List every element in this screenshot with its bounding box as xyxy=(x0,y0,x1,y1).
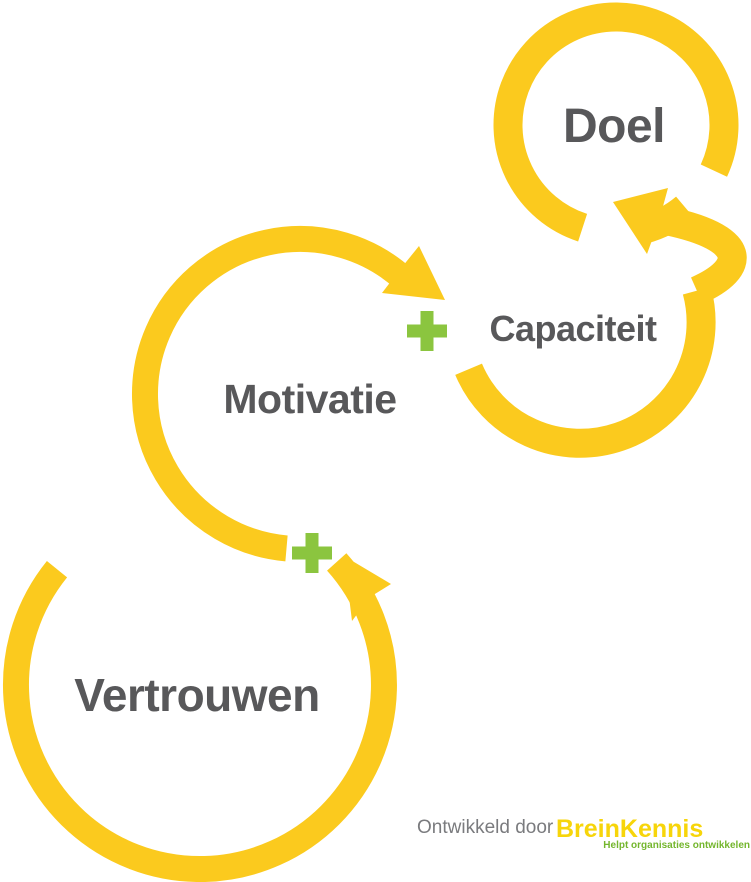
motivatie-circle-group: Motivatie xyxy=(132,225,445,562)
vertrouwen-circle-group: Vertrouwen xyxy=(2,553,397,882)
capaciteit-to-doel-arrow-icon xyxy=(613,188,668,254)
doel-label: Doel xyxy=(563,100,665,153)
capaciteit-ring-arc xyxy=(455,286,716,458)
plus-icon-vertrouwen-motivatie xyxy=(292,533,332,573)
brand-logo-text: BreinKennis xyxy=(556,815,703,843)
motivatie-to-capaciteit-arrow-icon xyxy=(382,246,445,300)
capaciteit-arrow-tail xyxy=(664,206,747,304)
doel-ring-arc xyxy=(493,2,739,242)
plus-icon-motivatie-capaciteit xyxy=(407,311,447,351)
capaciteit-circle-group: Capaciteit xyxy=(455,188,747,458)
motivatie-ring-arc xyxy=(132,225,413,562)
credit-text: Ontwikkeld door xyxy=(417,817,554,838)
footer-credit: Ontwikkeld door BreinKennis Helpt organi… xyxy=(417,815,750,851)
motivatie-label: Motivatie xyxy=(223,376,396,422)
capaciteit-label: Capaciteit xyxy=(489,308,657,349)
vertrouwen-ring-arc xyxy=(2,553,397,882)
doel-circle-group: Doel xyxy=(493,2,739,244)
vertrouwen-label: Vertrouwen xyxy=(74,669,320,721)
vertrouwen-to-motivatie-arrow-icon xyxy=(344,556,391,621)
brand-tagline: Helpt organisaties ontwikkelen xyxy=(603,840,750,851)
